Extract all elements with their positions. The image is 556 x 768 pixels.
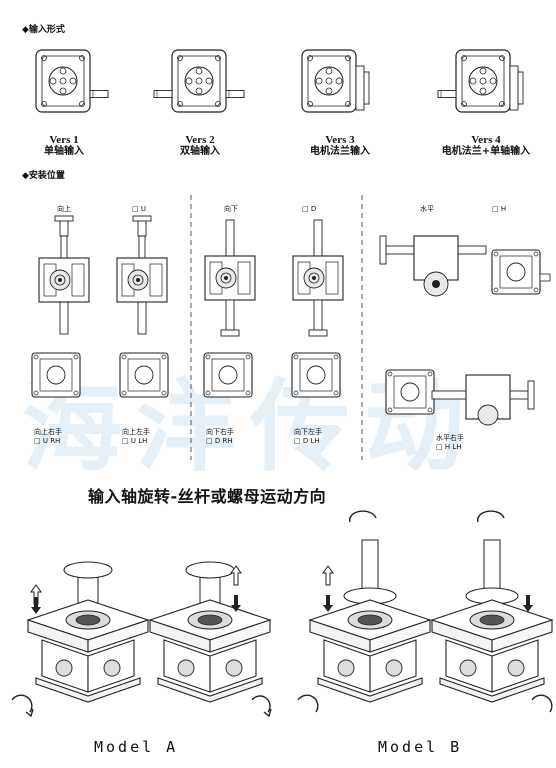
- pos-down-label: 向下: [224, 205, 238, 213]
- model-b-right: [431, 539, 553, 703]
- subpos-d-rh: 向下右手 □ D RH: [206, 428, 234, 445]
- plan-d-rh: [203, 352, 253, 398]
- vers4-drawing: [437, 49, 524, 113]
- vers1-label: Vers 1: [49, 134, 79, 146]
- arrow-down-icon: [31, 595, 533, 614]
- model-a-right: [149, 561, 271, 703]
- plan-u-lh: [119, 352, 169, 398]
- vers3-desc: 电机法兰输入: [310, 146, 370, 157]
- subpos-d-lh: 向下左手 □ D LH: [294, 428, 322, 445]
- plan-h: [385, 369, 435, 415]
- vers1-drawing: [35, 49, 109, 113]
- vers4-desc: 电机法兰+单轴输入: [441, 146, 531, 157]
- vers2-desc: 双轴输入: [180, 146, 220, 157]
- rotate-arrow-icon: [11, 510, 553, 718]
- pos-u-label: □ U: [132, 205, 146, 213]
- subpos-u-rh: 向上右手 □ U RH: [34, 428, 62, 445]
- vers4-label: Vers 4: [471, 134, 501, 146]
- model-b-label: Model B: [378, 738, 463, 756]
- pos-h-label: □ H: [492, 205, 507, 213]
- section-mounting: ◆安装位置: [22, 171, 65, 181]
- vers3-label: Vers 3: [325, 134, 355, 146]
- pos-up-label: 向上: [57, 205, 71, 213]
- mount-down-1: [204, 219, 256, 337]
- section-input-forms: ◆输入形式: [22, 25, 65, 35]
- rotation-title: 输入轴旋转-丝杆或螺母运动方向: [88, 487, 327, 506]
- model-a-label: Model A: [94, 738, 179, 756]
- vers1-desc: 单轴输入: [44, 146, 84, 157]
- plan-u-rh: [31, 352, 81, 398]
- pos-d-label: □ D: [302, 205, 317, 213]
- subpos-u-lh: 向上左手 □ U LH: [122, 428, 150, 445]
- mount-horizontal-2: [431, 374, 535, 426]
- model-b-left: [309, 539, 431, 703]
- vers2-label: Vers 2: [185, 134, 215, 146]
- subpos-h: 水平右手 □ H LH: [436, 434, 464, 451]
- mount-down-2: [292, 219, 344, 337]
- pos-horizontal-label: 水平: [420, 205, 434, 213]
- vers2-drawing: [153, 49, 245, 113]
- mount-up-1: [38, 215, 90, 335]
- mount-horizontal-plan: [491, 249, 551, 295]
- mount-horizontal: [379, 235, 487, 297]
- plan-d-lh: [291, 352, 341, 398]
- vers3-drawing: [301, 49, 370, 113]
- mount-up-2: [116, 215, 168, 335]
- arrow-up-icon: [30, 565, 334, 605]
- model-a-left: [27, 561, 149, 703]
